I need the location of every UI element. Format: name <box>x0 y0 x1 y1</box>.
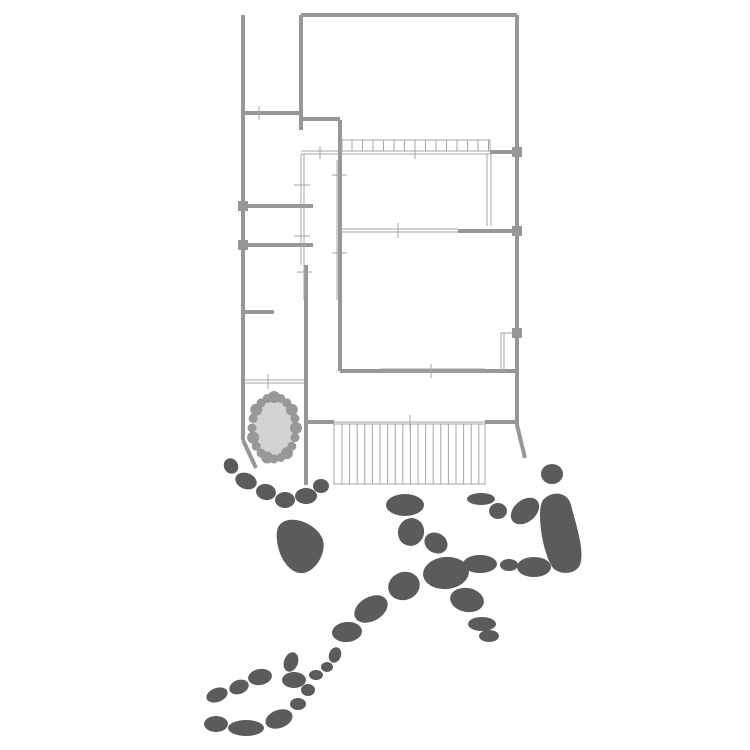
stepping-stone-icon <box>424 532 448 554</box>
stepping-stone-icon <box>228 720 264 736</box>
basin-pebble <box>248 413 258 423</box>
post <box>238 201 248 211</box>
stepping-stone-icon <box>541 464 563 484</box>
stepping-stone-icon <box>309 670 323 680</box>
stepping-stone-icon <box>328 647 342 663</box>
stepping-stone-icon <box>467 493 495 505</box>
stepping-stone-icon <box>332 621 362 643</box>
basin-pebble <box>256 448 266 458</box>
stepping-stone-icon <box>354 595 388 623</box>
stepping-stone-icon <box>256 483 276 501</box>
basin-pebble <box>276 453 286 462</box>
posts <box>238 147 522 338</box>
stepping-stone-icon <box>313 479 329 493</box>
basin-pebble <box>247 431 260 444</box>
south-deck-frame <box>333 423 486 485</box>
stone-basin <box>247 391 302 464</box>
south-deck <box>333 423 486 485</box>
basin-pebble <box>251 441 261 451</box>
stepping-stone-icon <box>510 497 540 525</box>
stepping-stone-icon <box>301 684 315 696</box>
veranda-top-frame <box>341 139 491 152</box>
stepping-stone-icon <box>235 472 257 490</box>
stepping-stone-icon <box>489 503 507 519</box>
stepping-stone-icon <box>290 698 306 710</box>
stepping-stone-icon <box>397 518 425 546</box>
stepping-stone-icon <box>282 672 306 688</box>
basin-pebble <box>285 403 298 416</box>
stepping-stone-icon <box>248 668 272 686</box>
stepping-stone-icon <box>295 488 317 504</box>
stepping-stone-icon <box>463 555 497 573</box>
wall-right-slant <box>515 424 527 459</box>
stepping-stone-icon <box>388 571 420 601</box>
stepping-stone-icon <box>276 519 324 574</box>
stepping-stone-icon <box>479 630 499 642</box>
stepping-stone-icon <box>540 493 582 573</box>
walls <box>241 13 527 485</box>
stepping-stone-icon <box>500 559 518 571</box>
basin-pebble <box>290 413 300 423</box>
veranda-top <box>341 139 491 152</box>
stepping-stone-icon <box>423 556 469 590</box>
post <box>512 328 522 338</box>
stepping-stones <box>204 458 582 736</box>
post <box>238 240 248 250</box>
stepping-stone-icon <box>223 458 239 474</box>
stepping-stone-icon <box>206 687 228 703</box>
stepping-stone-icon <box>229 679 249 695</box>
stepping-stone-icon <box>321 662 333 672</box>
wall-left-slant <box>241 439 258 469</box>
thin-partitions <box>245 106 514 430</box>
stepping-stone-icon <box>275 492 295 508</box>
stepping-stone-icon <box>204 716 228 732</box>
post <box>512 147 522 157</box>
stepping-stone-icon <box>386 494 424 516</box>
stepping-stone-icon <box>283 652 299 672</box>
stepping-stone-icon <box>517 557 551 577</box>
stepping-stone-icon <box>468 617 496 631</box>
post <box>512 226 522 236</box>
stepping-stone-icon <box>265 709 293 729</box>
stepping-stone-icon <box>450 587 484 613</box>
basin-pebble <box>290 422 302 434</box>
basin-pebble <box>290 433 300 443</box>
basin-pebble <box>247 423 257 433</box>
stone-basin-icon <box>252 398 296 458</box>
